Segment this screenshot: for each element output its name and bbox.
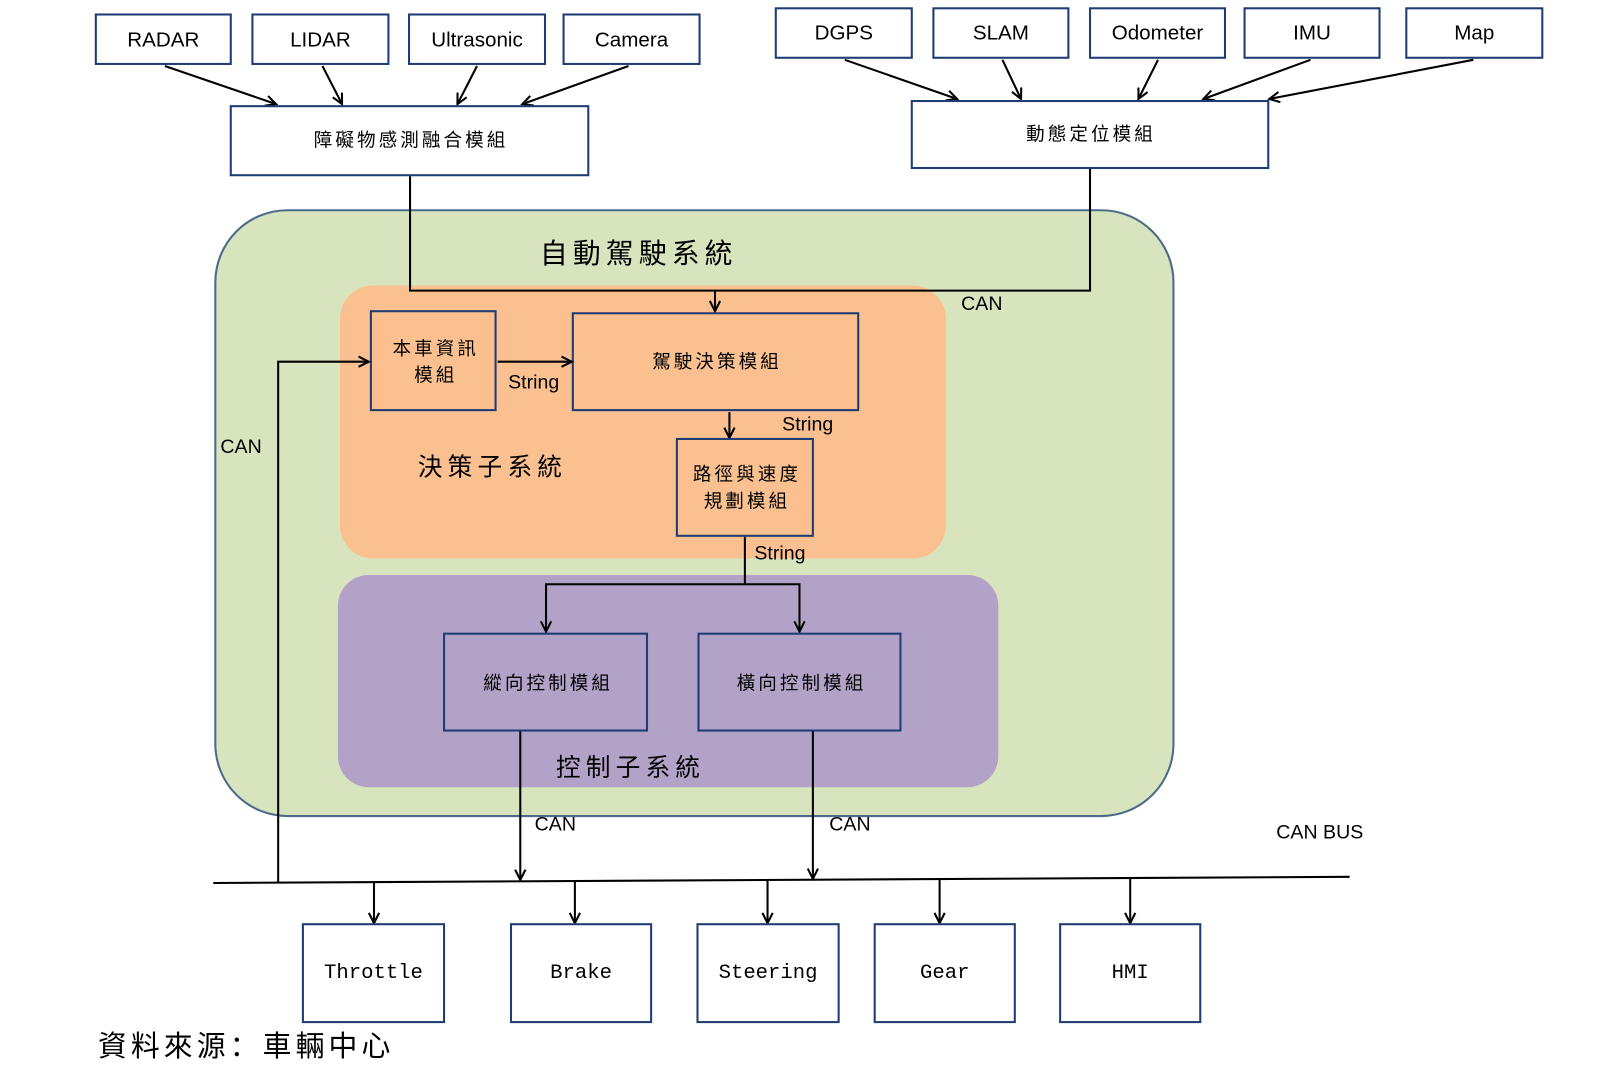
decision-subsystem: 決策子系統 bbox=[339, 285, 946, 559]
arrow-map-to-localization bbox=[1267, 58, 1474, 104]
link-label-info-string: String bbox=[508, 371, 559, 393]
throttle-box: Throttle bbox=[301, 923, 446, 1024]
throttle-label: Throttle bbox=[324, 962, 423, 985]
obstacle-fusion-module: 障礙物感測融合模組 bbox=[229, 105, 590, 177]
map-box: Map bbox=[1405, 7, 1544, 59]
decision-subsystem-label: 決策子系統 bbox=[418, 452, 567, 481]
gear-box: Gear bbox=[873, 923, 1016, 1024]
brake-box: Brake bbox=[509, 923, 653, 1024]
dynamic-localization-module: 動態定位模組 bbox=[910, 100, 1270, 170]
lidar-box: LIDAR bbox=[251, 13, 390, 65]
arrow-ultrasonic-to-fusion bbox=[456, 65, 478, 107]
dgps-box: DGPS bbox=[774, 7, 913, 59]
longitudinal-control-module: 縱向控制模組 bbox=[443, 632, 649, 732]
camera-label: Camera bbox=[595, 29, 669, 52]
source-caption: 資料來源：車輛中心 bbox=[98, 1029, 395, 1063]
can-bus-label: CAN BUS bbox=[1276, 822, 1363, 844]
arrow-odometer-to-localization bbox=[1137, 59, 1159, 102]
imu-box: IMU bbox=[1243, 7, 1381, 59]
path-speed-planning-module: 路徑與速度 規劃模組 bbox=[675, 437, 814, 537]
hmi-box: HMI bbox=[1059, 923, 1202, 1024]
link-label-bus-can: CAN bbox=[220, 436, 261, 458]
can-bus-line bbox=[213, 875, 1350, 885]
autonomous-driving-system-label: 自動駕駛系統 bbox=[540, 237, 738, 270]
lateral-control-label: 橫向控制模組 bbox=[737, 674, 867, 695]
control-subsystem: 控制子系統 bbox=[337, 574, 999, 788]
link-label-decision-string: String bbox=[782, 414, 833, 436]
vehicle-info-label-line2: 模組 bbox=[414, 366, 457, 387]
link-label-planning-string: String bbox=[754, 542, 805, 564]
link-label-lateral-can: CAN bbox=[829, 813, 870, 835]
radar-label: RADAR bbox=[127, 29, 199, 52]
vehicle-info-module: 本車資訊 模組 bbox=[369, 310, 497, 412]
connector-fusion-to-decision bbox=[409, 169, 1092, 292]
path-speed-planning-label-line1: 路徑與速度 bbox=[693, 465, 801, 486]
hmi-label: HMI bbox=[1112, 962, 1149, 985]
dynamic-localization-label: 動態定位模組 bbox=[1026, 125, 1156, 146]
radar-box: RADAR bbox=[94, 13, 232, 65]
arrow-slam-to-localization bbox=[1001, 59, 1023, 102]
lateral-control-module: 橫向控制模組 bbox=[697, 632, 902, 732]
map-label: Map bbox=[1454, 22, 1494, 45]
brake-label: Brake bbox=[550, 962, 612, 985]
ultrasonic-box: Ultrasonic bbox=[407, 13, 547, 65]
slam-label: SLAM bbox=[973, 22, 1029, 45]
obstacle-fusion-label: 障礙物感測融合模組 bbox=[314, 131, 509, 152]
arrow-radar-to-fusion bbox=[164, 65, 279, 107]
odometer-box: Odometer bbox=[1088, 7, 1227, 59]
driving-decision-label: 駕駛決策模組 bbox=[652, 352, 782, 373]
gear-label: Gear bbox=[920, 962, 969, 985]
arrow-camera-to-fusion bbox=[520, 65, 629, 107]
lidar-label: LIDAR bbox=[290, 29, 351, 52]
ultrasonic-label: Ultrasonic bbox=[431, 29, 523, 52]
camera-box: Camera bbox=[562, 13, 701, 65]
dgps-label: DGPS bbox=[815, 22, 873, 45]
arrow-lidar-to-fusion bbox=[321, 65, 344, 107]
control-subsystem-label: 控制子系統 bbox=[556, 753, 705, 782]
slam-box: SLAM bbox=[932, 7, 1070, 59]
arrow-bus-to-vehicle-info bbox=[277, 355, 372, 882]
steering-box: Steering bbox=[696, 923, 840, 1024]
vehicle-info-label-line1: 本車資訊 bbox=[393, 339, 480, 360]
odometer-label: Odometer bbox=[1112, 22, 1204, 45]
path-speed-planning-label-line2: 規劃模組 bbox=[704, 491, 790, 512]
link-label-longitudinal-can: CAN bbox=[535, 813, 576, 835]
arrow-imu-to-localization bbox=[1201, 58, 1311, 102]
imu-label: IMU bbox=[1293, 22, 1331, 45]
link-label-perception-can: CAN bbox=[961, 293, 1002, 315]
steering-label: Steering bbox=[719, 962, 818, 985]
longitudinal-control-label: 縱向控制模組 bbox=[483, 674, 613, 695]
arrow-dgps-to-localization bbox=[844, 58, 960, 102]
